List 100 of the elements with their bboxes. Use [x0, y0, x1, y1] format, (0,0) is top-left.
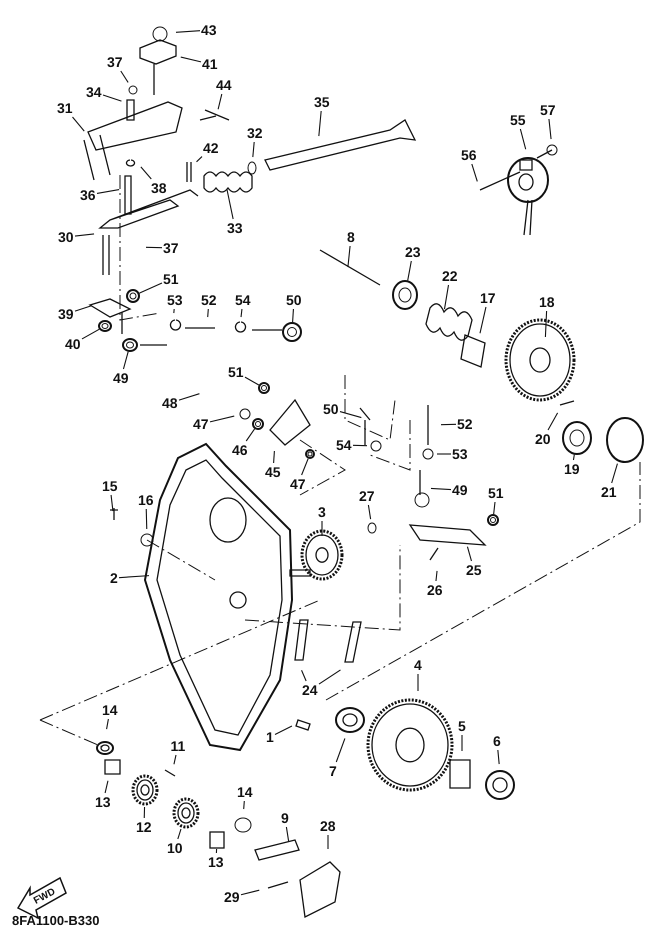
leader-line	[240, 308, 242, 318]
gear-drawing	[172, 798, 200, 828]
leader-line	[106, 718, 109, 730]
leader-line	[440, 424, 456, 426]
leader-line	[336, 738, 346, 762]
leader-line	[292, 308, 294, 322]
callout-number: 24	[302, 682, 318, 698]
washer-drawing	[392, 280, 418, 310]
callout-number: 55	[510, 112, 526, 128]
leader-line	[347, 246, 351, 268]
callout-number: 19	[564, 461, 580, 477]
callout-number: 49	[452, 482, 468, 498]
callout-number: 10	[167, 840, 183, 856]
leader-line	[493, 502, 496, 514]
callout-number: 31	[57, 100, 73, 116]
callout-number: 51	[163, 271, 179, 287]
leader-line	[430, 488, 452, 490]
leader-line	[102, 94, 122, 102]
leader-line	[548, 118, 552, 140]
callout-number: 20	[535, 431, 551, 447]
callout-number: 40	[65, 336, 81, 352]
leader-line	[173, 308, 175, 314]
leader-line	[110, 494, 114, 512]
leader-line	[497, 750, 500, 764]
leader-line	[140, 166, 152, 180]
washer-drawing	[252, 418, 264, 430]
leader-line	[74, 233, 94, 237]
leader-line	[548, 412, 558, 430]
callout-number: 21	[601, 484, 617, 500]
callout-number: 48	[162, 395, 178, 411]
gear-drawing	[132, 774, 158, 806]
callout-number: 32	[247, 125, 263, 141]
callout-number: 22	[442, 268, 458, 284]
leader-line	[218, 94, 222, 110]
leader-line	[240, 890, 260, 896]
leader-line	[178, 393, 200, 401]
callout-number: 37	[107, 54, 123, 70]
callout-number: 7	[329, 763, 337, 779]
callout-number: 16	[138, 492, 154, 508]
callout-number: 1	[266, 729, 274, 745]
leader-line	[122, 352, 129, 370]
callout-number: 34	[86, 84, 102, 100]
leader-line	[82, 328, 100, 340]
leader-line	[444, 284, 450, 310]
callout-number: 18	[539, 294, 555, 310]
callout-number: 51	[228, 364, 244, 380]
leader-line	[471, 164, 478, 182]
callout-number: 17	[480, 290, 496, 306]
washer-drawing	[122, 338, 138, 352]
callout-number: 9	[281, 810, 289, 826]
leader-line	[104, 780, 108, 794]
leader-line	[176, 30, 200, 33]
leader-line	[273, 450, 275, 464]
callout-number: 52	[201, 292, 217, 308]
leader-line	[207, 308, 209, 318]
callout-number: 28	[320, 818, 336, 834]
callout-number: 54	[336, 437, 352, 453]
leader-line	[407, 260, 412, 280]
callout-number: 14	[237, 784, 253, 800]
callout-number: 2	[110, 570, 118, 586]
callout-number: 12	[136, 819, 152, 835]
leader-line	[210, 416, 234, 422]
leader-line	[144, 806, 146, 818]
callout-number: 52	[457, 416, 473, 432]
callout-number: 8	[347, 229, 355, 245]
callout-number: 49	[113, 370, 129, 386]
leader-line	[340, 411, 362, 418]
leader-line	[120, 70, 129, 83]
washer-drawing	[562, 421, 592, 455]
washer-drawing	[282, 322, 302, 342]
leader-line	[146, 246, 162, 248]
washer-drawing	[98, 320, 112, 332]
callout-number: 41	[202, 56, 218, 72]
leader-line	[321, 521, 323, 536]
leader-line	[96, 189, 120, 194]
leader-line	[318, 110, 322, 136]
callout-number: 36	[80, 187, 96, 203]
callout-number: 47	[290, 476, 306, 492]
leader-line	[243, 800, 245, 810]
leader-line	[466, 546, 472, 562]
callout-number: 27	[359, 488, 375, 504]
leader-line	[611, 463, 618, 484]
leader-line	[479, 306, 486, 334]
callout-number: 30	[58, 229, 74, 245]
callout-number: 37	[163, 240, 179, 256]
callout-number: 42	[203, 140, 219, 156]
callout-number: 44	[216, 77, 232, 93]
leader-line	[352, 444, 368, 446]
leader-line	[286, 826, 290, 842]
leader-line	[461, 735, 463, 751]
leader-line	[72, 116, 85, 132]
callout-number: 47	[193, 416, 209, 432]
diagram-code: 8FA1100-B330	[12, 913, 100, 928]
callout-number: 25	[466, 562, 482, 578]
leader-line	[252, 142, 255, 158]
washer-drawing	[258, 382, 270, 394]
leader-line	[74, 305, 92, 312]
callout-number: 6	[493, 733, 501, 749]
leader-line	[327, 835, 329, 849]
callout-number: 39	[58, 306, 74, 322]
